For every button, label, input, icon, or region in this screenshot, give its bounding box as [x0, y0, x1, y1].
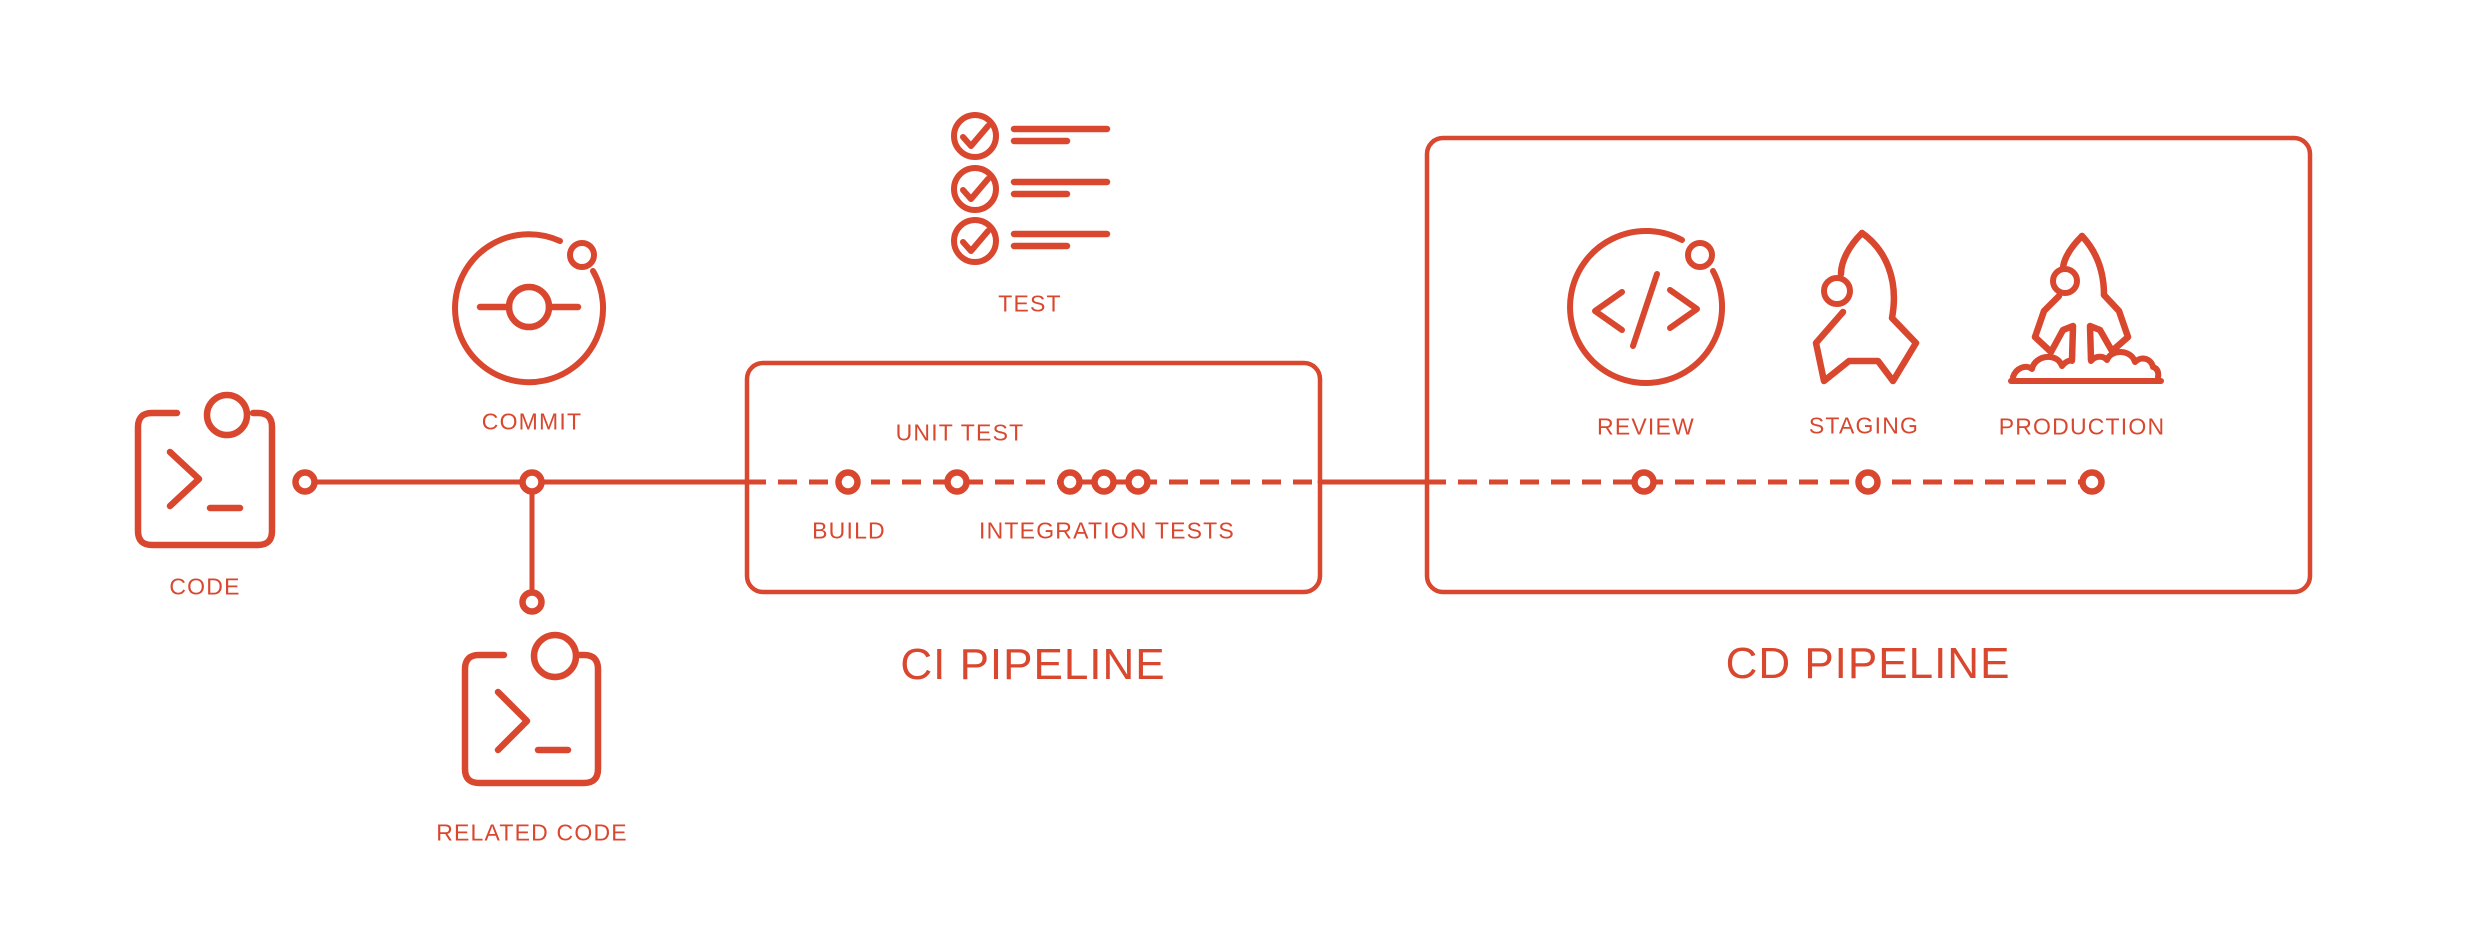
production-rocket-icon	[2008, 232, 2164, 384]
cd-pipeline-title: CD PIPELINE	[1725, 639, 2011, 688]
code-label: CODE	[169, 573, 241, 600]
code-node	[292, 469, 318, 495]
commit-icon	[452, 231, 606, 386]
cd-pipeline-box	[1424, 135, 2313, 595]
staging-label: STAGING	[1808, 412, 1920, 439]
staging-rocket-icon	[1812, 229, 1920, 385]
unit-test-node	[944, 469, 970, 495]
integration-tests-label: INTEGRATION TESTS	[979, 517, 1235, 544]
integration-test-node-3	[1125, 469, 1151, 495]
build-node	[835, 469, 861, 495]
unit-test-label: UNIT TEST	[895, 419, 1025, 446]
review-icon	[1567, 227, 1726, 386]
staging-node	[1855, 469, 1881, 495]
related-code-icon	[461, 631, 602, 787]
integration-test-node-1	[1057, 469, 1083, 495]
code-icon	[134, 391, 276, 549]
related-code-label: RELATED CODE	[436, 819, 628, 846]
integration-test-node-2	[1091, 469, 1117, 495]
review-label: REVIEW	[1597, 413, 1695, 440]
commit-label: COMMIT	[481, 408, 583, 435]
commit-node	[519, 469, 545, 495]
ci-pipeline-title: CI PIPELINE	[900, 640, 1166, 689]
test-label: TEST	[998, 290, 1062, 317]
ci-pipeline-box	[744, 360, 1323, 595]
pipeline-nodes	[292, 469, 2105, 615]
production-node	[2079, 469, 2105, 495]
build-label: BUILD	[812, 517, 886, 544]
test-checklist-icon	[951, 112, 1111, 265]
production-label: PRODUCTION	[1998, 413, 2166, 440]
review-node	[1631, 469, 1657, 495]
related-code-node	[519, 589, 545, 615]
